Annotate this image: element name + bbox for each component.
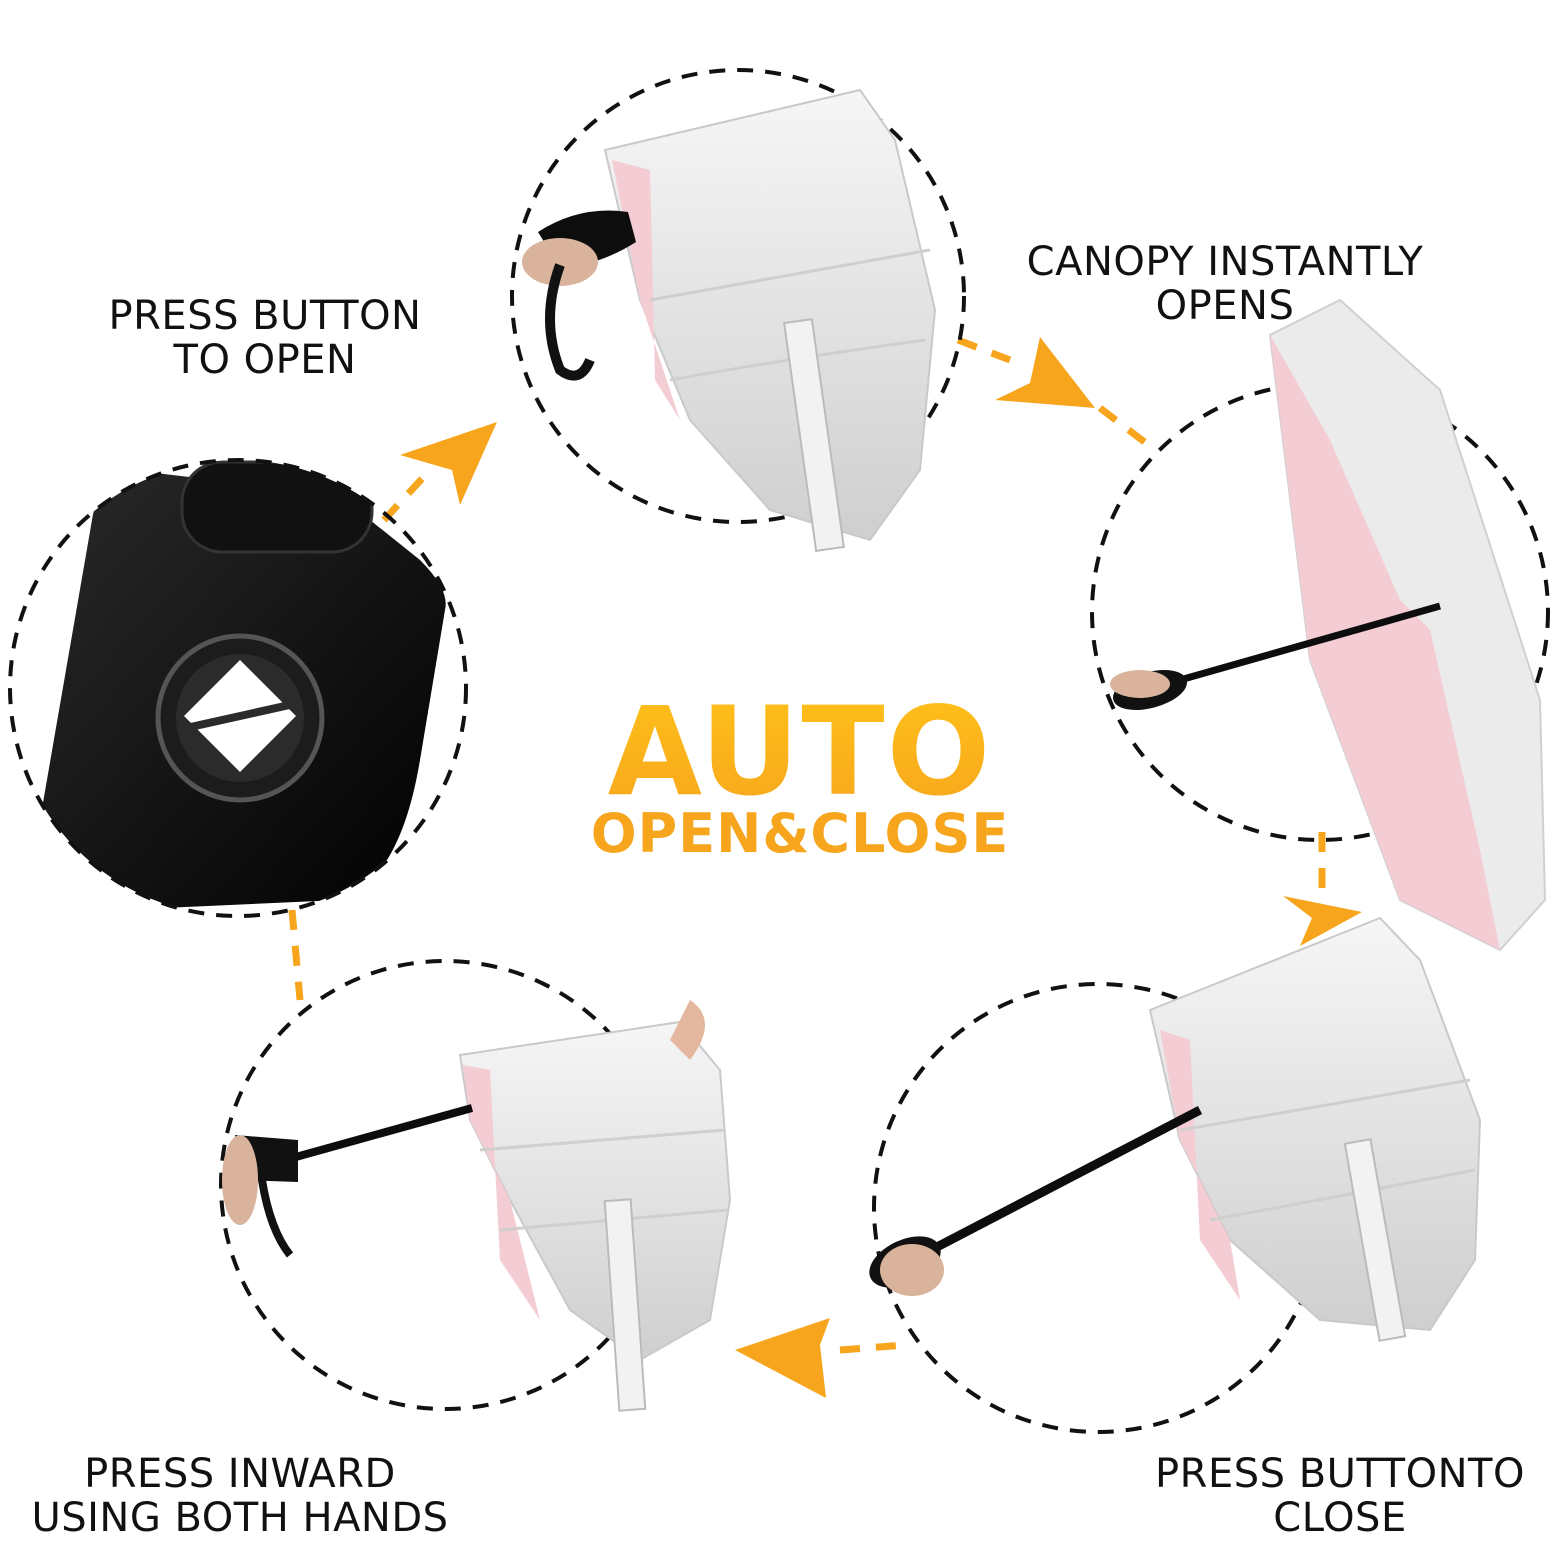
open-umbrella <box>1090 298 1550 952</box>
title-main-graphic: AUTO <box>608 681 993 823</box>
step-label-press-button-to-close: PRESS BUTTONTO CLOSE <box>1140 1452 1540 1540</box>
step3-line1: PRESS BUTTONTO <box>1155 1451 1525 1497</box>
title-main: AUTO <box>560 681 1040 835</box>
step3-line2: CLOSE <box>1273 1495 1407 1541</box>
handle-closeup <box>8 458 468 918</box>
step2-line2: OPENS <box>1155 283 1295 329</box>
step1-line2: TO OPEN <box>173 337 357 383</box>
folded-umbrella-open <box>510 68 966 552</box>
step-label-press-inward: PRESS INWARD USING BOTH HANDS <box>10 1452 470 1540</box>
arrow-down-right-icon <box>995 337 1095 408</box>
flow-arrows <box>400 337 1362 1398</box>
step-label-press-button-to-open: PRESS BUTTON TO OPEN <box>90 294 440 382</box>
title-sub: OPEN&CLOSE <box>560 800 1040 872</box>
arrow-up-right-icon <box>400 422 497 505</box>
arrow-down-icon <box>1283 896 1362 946</box>
arrow-left-icon <box>735 1318 830 1398</box>
step2-line1: CANOPY INSTANTLY <box>1026 239 1424 285</box>
title-sub-graphic: OPEN&CLOSE <box>591 802 1009 865</box>
flow-connectors <box>288 336 1326 1354</box>
close-umbrella <box>869 916 1482 1434</box>
step4-line2: USING BOTH HANDS <box>31 1495 449 1541</box>
step-label-canopy-opens: CANOPY INSTANTLY OPENS <box>1000 240 1450 328</box>
step4-line1: PRESS INWARD <box>84 1451 396 1497</box>
step1-line1: PRESS BUTTON <box>108 293 422 339</box>
compress-umbrella <box>219 959 732 1412</box>
title-main-text: AUTO <box>608 682 993 812</box>
title-sub-text: OPEN&CLOSE <box>591 802 1009 860</box>
